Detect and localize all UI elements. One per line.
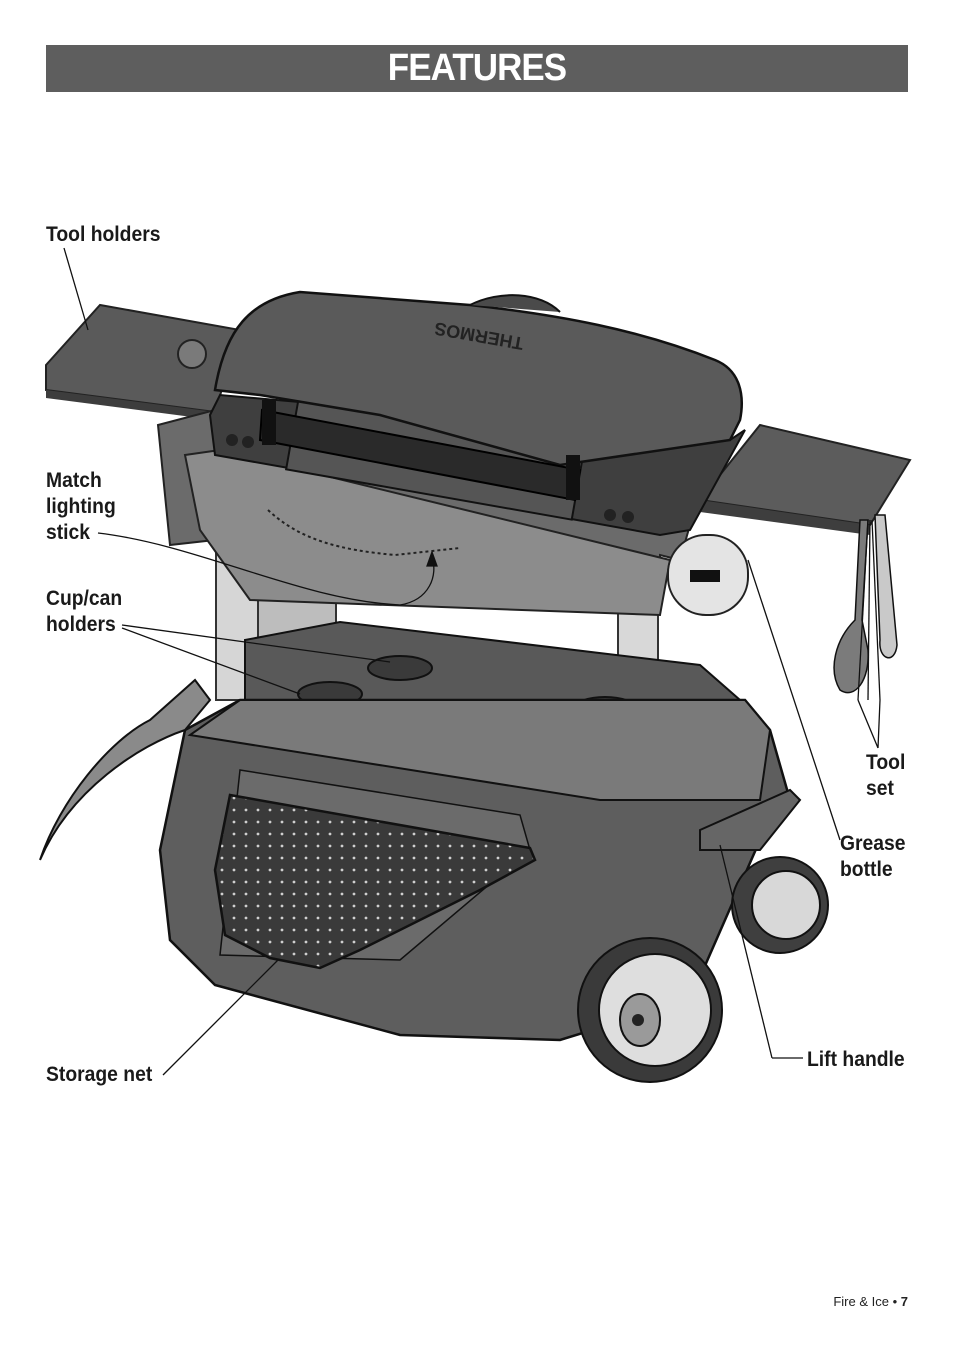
left-pull-handle (39, 678, 212, 861)
knob-right-1 (604, 509, 616, 521)
knob-left-2 (242, 436, 254, 448)
left-shelf-cup (177, 339, 207, 369)
knob-right-2 (622, 511, 634, 523)
storage-net-panel (213, 793, 537, 970)
callout-match-lighting-stick: Match lighting stick (46, 469, 116, 544)
lift-handle-shape (699, 788, 802, 851)
knob-left-1 (226, 434, 238, 446)
callout-grease-bottle: Grease bottle (840, 832, 906, 881)
tool-set-tongs (874, 514, 898, 659)
footer-separator: • (892, 1294, 898, 1309)
callout-lift-handle: Lift handle (807, 1048, 905, 1071)
page-footer: Fire & Ice • 7 (833, 1294, 908, 1309)
page-title-bar: FEATURES (46, 45, 908, 92)
footer-title: Fire & Ice (833, 1294, 889, 1309)
grill-lid (213, 290, 743, 467)
callout-leader-lines (63, 247, 881, 1076)
callout-tool-set: Tool set (866, 751, 906, 800)
cup-holder-1 (367, 655, 433, 681)
page-number: 7 (900, 1294, 908, 1309)
callout-cup-can-holders: Cup/can holders (46, 587, 123, 636)
callout-tool-holders: Tool holders (46, 223, 161, 246)
page-title: FEATURES (387, 47, 567, 89)
callout-storage-net: Storage net (46, 1063, 153, 1086)
